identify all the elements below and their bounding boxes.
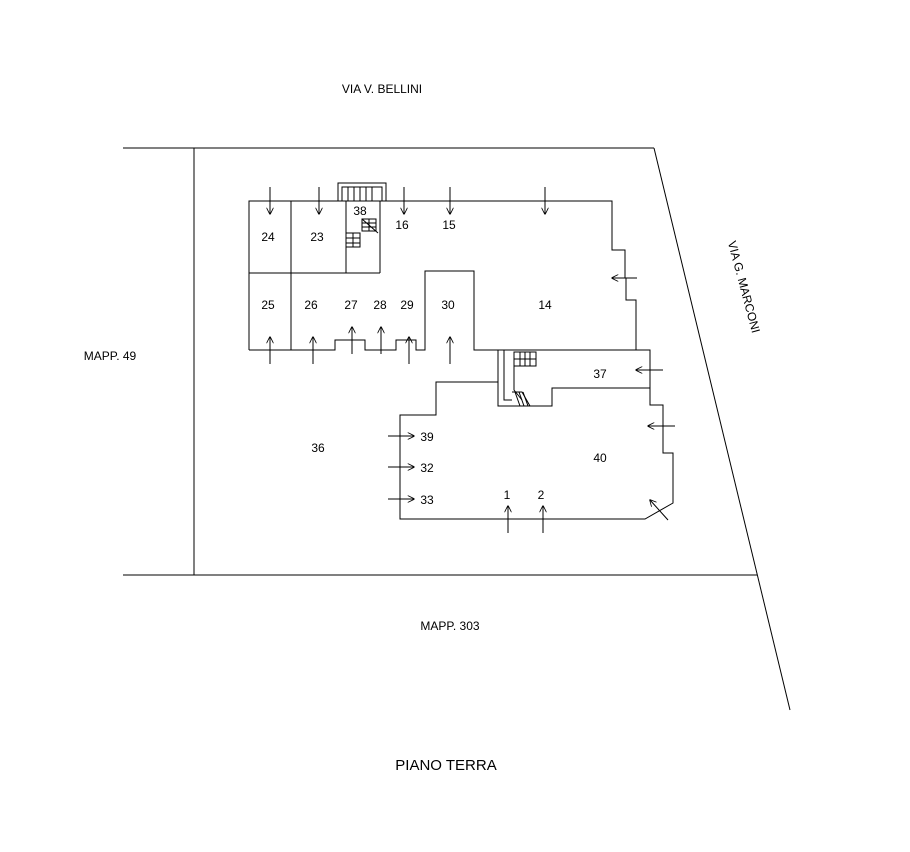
room-24: 24: [261, 230, 275, 244]
room-15: 15: [442, 218, 456, 232]
room-16: 16: [395, 218, 409, 232]
room-36: 36: [311, 441, 325, 455]
room-37: 37: [593, 367, 607, 381]
entrance-arrows: [270, 187, 675, 533]
room-40: 40: [593, 451, 607, 465]
room-38: 38: [353, 204, 367, 218]
street-label-north: VIA V. BELLINI: [342, 82, 422, 96]
room-25: 25: [261, 298, 275, 312]
room-32: 32: [420, 461, 434, 475]
street-label-east: VIA G. MARCONI: [725, 239, 763, 334]
site-boundary: [123, 147, 791, 711]
room-numbers: 24 23 38 16 15 25 26 27 28 29 30 14 37 3…: [261, 204, 607, 507]
room-2: 2: [538, 488, 545, 502]
parcel-label-south: MAPP. 303: [420, 619, 479, 633]
room-39: 39: [420, 430, 434, 444]
floor-title: PIANO TERRA: [395, 757, 496, 774]
room-27: 27: [344, 298, 358, 312]
room-29: 29: [400, 298, 414, 312]
room-26: 26: [304, 298, 318, 312]
lower-building: [399, 349, 674, 520]
room-30: 30: [441, 298, 455, 312]
room-14: 14: [538, 298, 552, 312]
stair-38: [337, 182, 387, 248]
parcel-label-west: MAPP. 49: [84, 349, 137, 363]
room-23: 23: [310, 230, 324, 244]
room-33: 33: [420, 493, 434, 507]
room-1: 1: [504, 488, 511, 502]
room-28: 28: [373, 298, 387, 312]
